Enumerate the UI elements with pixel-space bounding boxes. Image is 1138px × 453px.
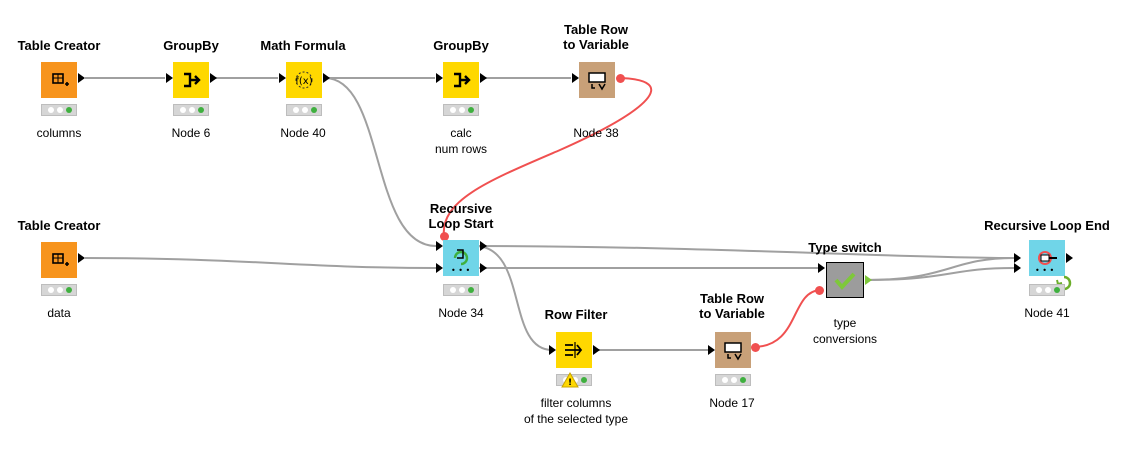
out-port[interactable] [323,73,330,83]
node-label-ts: type conversions [812,316,878,346]
svg-text:f(x): f(x) [295,76,312,87]
edge-rls-rf [474,245,553,351]
node-groupby-6[interactable] [173,62,209,98]
out-port[interactable] [78,73,85,83]
node-row-filter[interactable] [556,332,592,368]
svg-text:• • •: • • • [1035,266,1054,275]
node-title-trv1: Table Row to Variable [563,22,629,52]
warning-icon: ! [561,372,579,388]
node-type-switch[interactable] [826,262,864,298]
in-port[interactable] [1014,263,1021,273]
table-icon [41,62,77,98]
node-title-gb1: GroupBy [163,38,219,53]
node-math-formula-40[interactable]: f(x) [286,62,322,98]
node-title-ts: Type switch [808,240,882,255]
out-port[interactable] [865,275,872,285]
node-label-gb2: calc num rows [434,126,487,156]
status-traffic-light [173,104,209,116]
status-traffic-light [286,104,322,116]
groupby-icon [443,62,479,98]
status-traffic-light [443,284,479,296]
node-label-mf: Node 40 [280,126,326,140]
node-label-trv2: Node 17 [709,396,755,410]
node-label-trv1: Node 38 [573,126,619,140]
status-traffic-light [715,374,751,386]
out-port[interactable] [593,345,600,355]
out-port[interactable] [480,73,487,83]
node-title-mf: Math Formula [260,38,346,53]
loop-start-icon: • • • [443,240,479,276]
variable-out-port[interactable] [751,343,760,352]
out-port[interactable] [1066,253,1073,263]
in-port[interactable] [279,73,286,83]
var-edge-trv2-ts [752,289,821,348]
in-port[interactable] [436,263,443,273]
status-traffic-light [41,284,77,296]
edge-ts-rle-b [865,267,1015,281]
node-title-tc2: Table Creator [17,218,101,233]
node-label-gb1: Node 6 [171,126,211,140]
status-traffic-light [443,104,479,116]
in-port[interactable] [1014,253,1021,263]
in-port[interactable] [549,345,556,355]
variable-in-port[interactable] [440,232,449,241]
out-port[interactable] [78,253,85,263]
out-port[interactable] [210,73,217,83]
node-title-trv2: Table Row to Variable [699,291,765,321]
node-label-rls: Node 34 [438,306,484,320]
node-title-rf: Row Filter [544,307,608,322]
in-port[interactable] [818,263,825,273]
in-port[interactable] [572,73,579,83]
node-title-gb2: GroupBy [433,38,489,53]
in-port[interactable] [166,73,173,83]
row-to-variable-icon [715,332,751,368]
variable-in-port[interactable] [815,286,824,295]
edge-tc2-rls [84,257,437,269]
out-port[interactable] [480,263,487,273]
node-label-rle: Node 41 [1024,306,1070,320]
variable-out-port[interactable] [616,74,625,83]
node-groupby-calc[interactable] [443,62,479,98]
groupby-icon [173,62,209,98]
node-table-creator-data[interactable] [41,242,77,278]
checkmark-icon [826,262,864,298]
formula-icon: f(x) [286,62,322,98]
in-port[interactable] [436,73,443,83]
node-table-row-to-variable-17[interactable] [715,332,751,368]
svg-text:• • •: • • • [451,266,470,275]
node-table-row-to-variable-38[interactable] [579,62,615,98]
node-recursive-loop-end-41[interactable]: • • • [1029,240,1065,276]
node-label-tc1: columns [36,126,82,140]
svg-text:!: ! [568,378,572,388]
edge-rls-rle-top [474,245,1015,259]
node-recursive-loop-start-34[interactable]: • • • [443,240,479,276]
node-title-tc1: Table Creator [17,38,101,53]
table-icon [41,242,77,278]
var-edge-trv1-rls [442,77,653,237]
node-label-rf: filter columns of the selected type [523,396,629,426]
edge-mf-rls [324,77,437,247]
in-port[interactable] [436,241,443,251]
filter-icon [556,332,592,368]
status-traffic-light [1029,284,1065,296]
loop-end-icon: • • • [1029,240,1065,276]
row-to-variable-icon [579,62,615,98]
node-table-creator-columns[interactable] [41,62,77,98]
status-traffic-light [41,104,77,116]
node-title-rle: Recursive Loop End [984,218,1110,233]
node-title-rls: Recursive Loop Start [428,201,494,231]
node-label-tc2: data [47,306,71,320]
out-port[interactable] [480,241,487,251]
in-port[interactable] [708,345,715,355]
